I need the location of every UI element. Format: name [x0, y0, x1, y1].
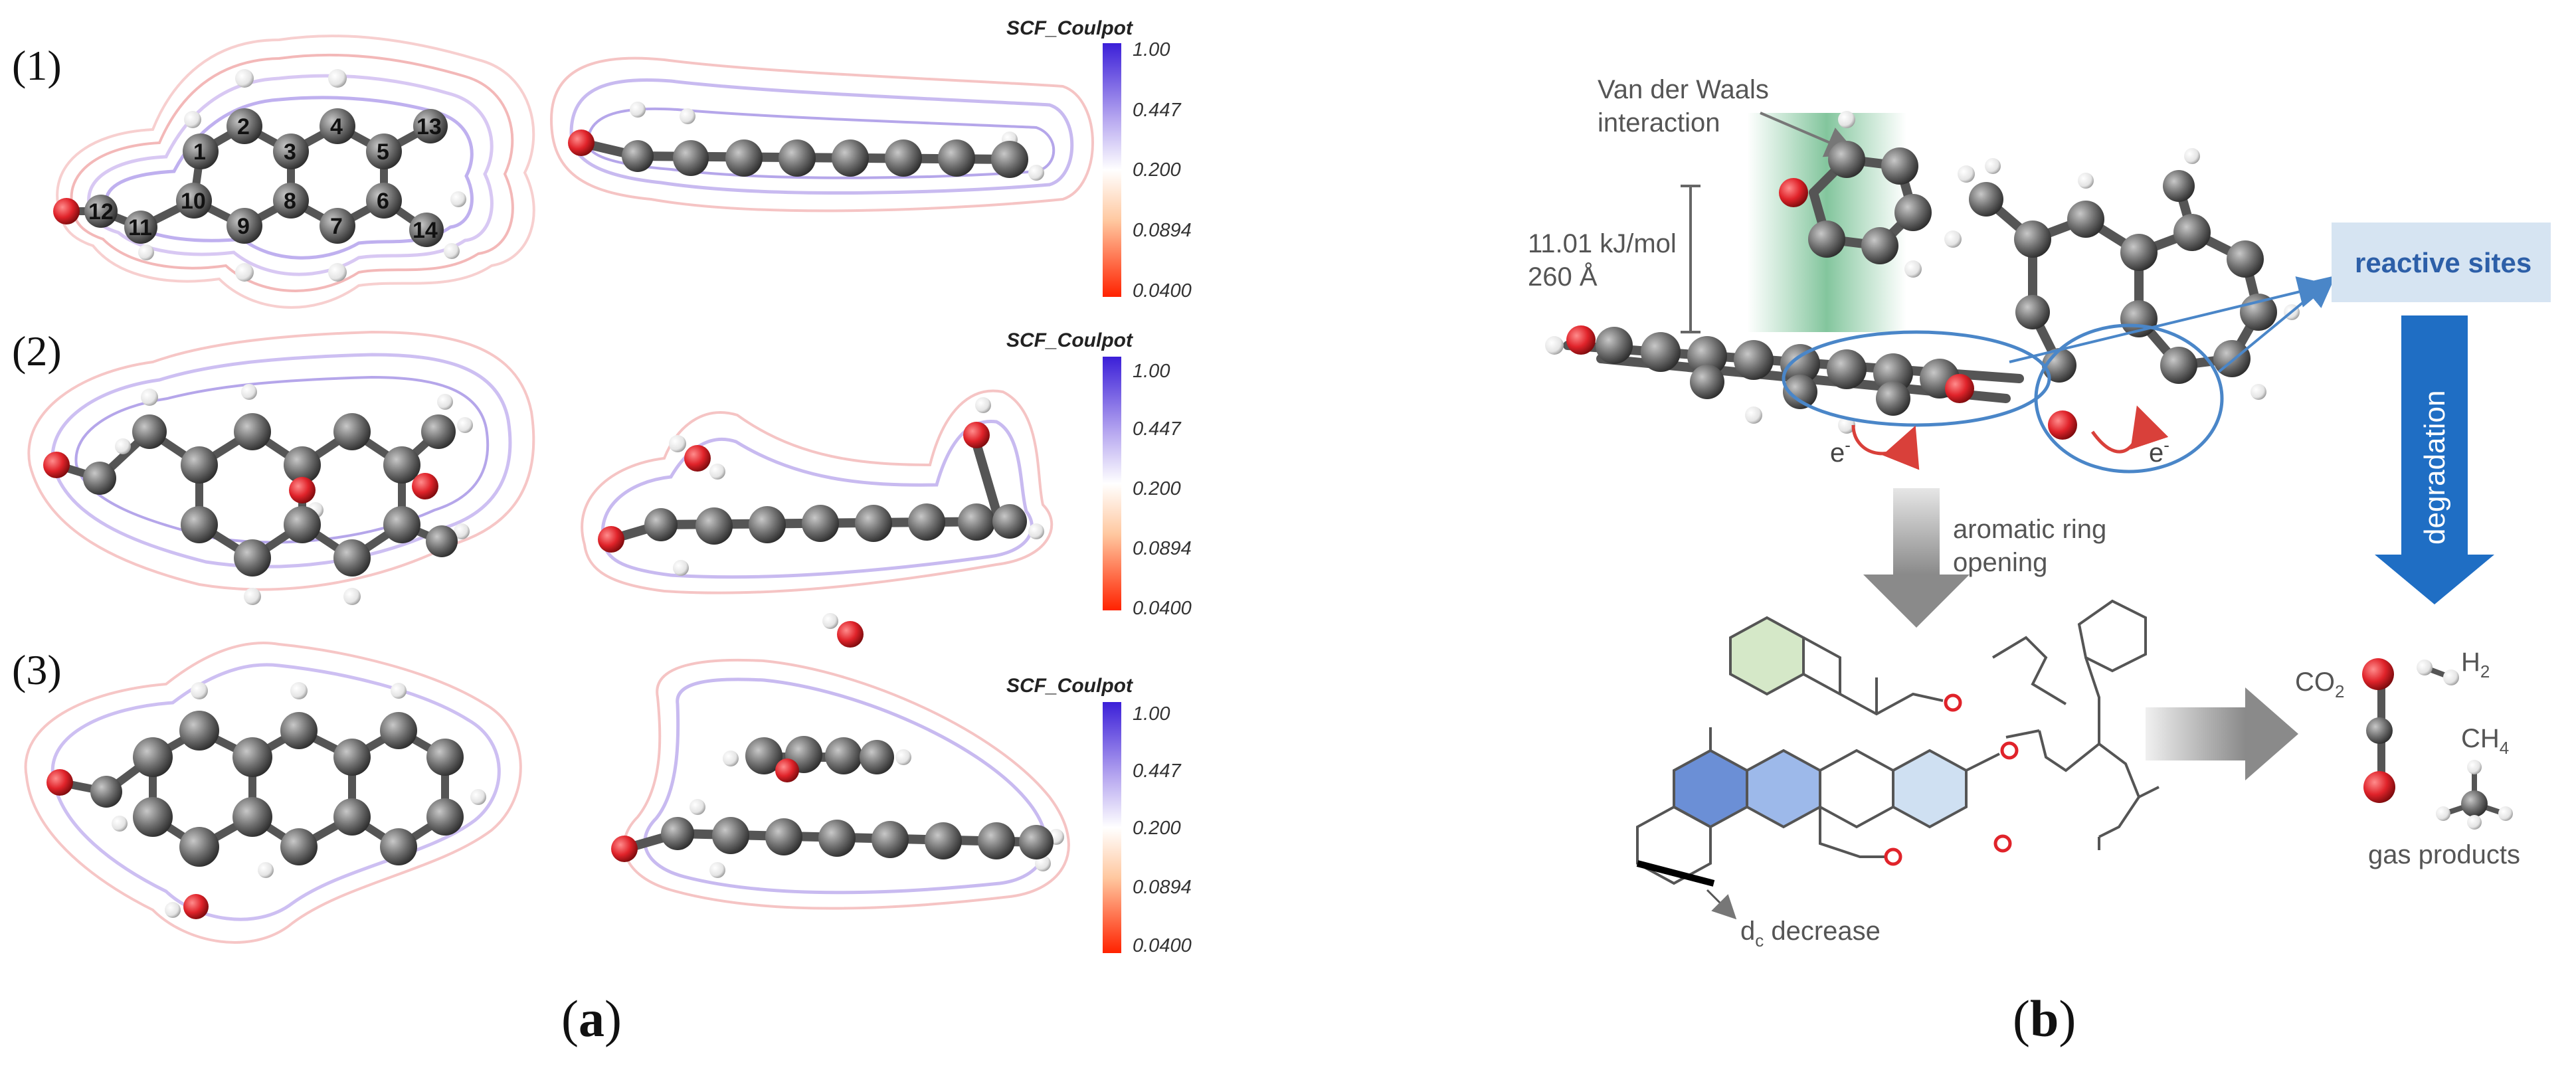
atom-number: 9 [237, 214, 250, 239]
atom-number: 4 [330, 114, 343, 139]
electron-label: e- [2149, 435, 2169, 468]
reactive-pointer [2009, 276, 2330, 363]
dc-decrease-label: dc decrease [1740, 917, 1881, 950]
ring-opening-label: aromatic ring [1953, 515, 2106, 544]
degradation-label: degradation [2419, 391, 2451, 545]
to-gas-arrow [2146, 687, 2298, 780]
esp-contours-1-top [56, 35, 535, 309]
row-label-2: (2) [12, 327, 62, 375]
colorbar-tick: 0.447 [1133, 418, 1182, 440]
molecule-1-side-view [549, 56, 1094, 213]
energy-label: 11.01 kJ/mol [1528, 229, 1677, 258]
molecule-1-top-view: 1 2 3 4 5 6 7 8 9 10 11 12 13 14 [53, 35, 535, 309]
colorbar-tick: 0.447 [1133, 760, 1182, 782]
lower-aromatic-layer [1545, 325, 2024, 434]
atom-number: 12 [88, 199, 114, 224]
colorbar-tick: 0.0400 [1133, 280, 1192, 302]
electron-transfer-arrow [1851, 424, 1920, 470]
colorbar-tick: 1.00 [1133, 39, 1170, 60]
colorbar-2: SCF_Coulpot 1.00 0.447 0.200 0.0894 0.04… [1006, 329, 1192, 619]
colorbar-tick: 0.200 [1133, 818, 1181, 839]
colorbar-gradient [1103, 43, 1121, 297]
row-label-1: (1) [12, 42, 62, 89]
molecule-3-side-view [611, 658, 1070, 910]
molecule-2-side-view [581, 389, 1054, 648]
electron-transfer-arrow [2090, 405, 2169, 454]
reactive-pointer [2217, 275, 2336, 373]
atom-number: 1 [193, 139, 206, 165]
degradation-arrow [2375, 315, 2494, 604]
colorbar-title: SCF_Coulpot [1006, 675, 1134, 697]
ch4-label: CH4 [2461, 724, 2509, 758]
molecule-3-top-view [24, 642, 522, 944]
product-structures [1636, 599, 2160, 887]
colorbar-3: SCF_Coulpot 1.00 0.447 0.200 0.0894 0.04… [1006, 675, 1192, 956]
atom-number: 3 [284, 139, 296, 165]
reactive-sites-box [2332, 222, 2551, 302]
molecule-1-carbons [84, 108, 448, 247]
colorbar-tick: 1.00 [1133, 361, 1170, 382]
colorbar-title: SCF_Coulpot [1006, 329, 1134, 351]
reactive-site-ring-2 [2034, 323, 2224, 474]
gas-products-label: gas products [2368, 840, 2520, 869]
h2-label: H2 [2461, 648, 2490, 681]
colorbar-tick: 0.200 [1133, 159, 1181, 181]
atom-number: 8 [284, 189, 296, 214]
atom-number-labels: 1 2 3 4 5 6 7 8 9 10 11 12 13 14 [88, 114, 442, 243]
ring-opening-arrow [1863, 488, 1970, 628]
vdw-label: Van der Waals [1598, 75, 1769, 104]
colorbar-tick: 1.00 [1133, 703, 1170, 725]
atom-number: 2 [237, 114, 250, 139]
reactive-sites-label: reactive sites [2355, 247, 2531, 278]
atom-number: 7 [330, 214, 343, 239]
panel-b-caption: (b) [2013, 990, 2076, 1047]
row-label-3: (3) [12, 646, 62, 693]
ring-opening-label: opening [1953, 548, 2047, 577]
panel-b: Van der Waals interaction 11.01 kJ/mol 2… [1528, 75, 2551, 1047]
reactive-site-ring-1 [1782, 330, 2051, 427]
molecule-1-hydrogens [138, 69, 466, 282]
colorbar-tick: 0.0400 [1133, 935, 1192, 956]
colorbar-gradient [1103, 357, 1121, 610]
product-oxygen-markers [1884, 693, 2019, 866]
colorbar-1: SCF_Coulpot 1.00 0.447 0.200 0.0894 0.04… [1006, 17, 1192, 302]
atom-number: 14 [413, 218, 438, 243]
colorbar-tick: 0.0894 [1133, 877, 1192, 898]
colorbar-gradient [1103, 702, 1121, 953]
colorbar-tick: 0.447 [1133, 100, 1182, 121]
panel-a-caption: (a) [561, 990, 622, 1047]
colorbar-tick: 0.0400 [1133, 598, 1192, 619]
colorbar-tick: 0.0894 [1133, 538, 1192, 559]
distance-bracket [1681, 185, 1701, 333]
gas-molecules [2362, 658, 2513, 830]
dc-pointer [1706, 889, 1737, 920]
oxygen-atom [53, 198, 80, 224]
atom-number: 6 [377, 189, 389, 214]
atom-number: 10 [181, 189, 206, 214]
atom-number: 11 [128, 215, 152, 240]
atom-number: 5 [377, 139, 389, 165]
colorbar-title: SCF_Coulpot [1006, 17, 1134, 39]
atom-number: 13 [416, 114, 442, 139]
electron-label: e- [1830, 435, 1851, 468]
colorbar-tick: 0.200 [1133, 478, 1181, 499]
vdw-label: interaction [1598, 108, 1720, 137]
molecule-2-top-view [27, 330, 535, 605]
distance-label: 260 Å [1528, 262, 1598, 292]
colorbar-tick: 0.0894 [1133, 220, 1192, 241]
panel-a: (1) (2) (3) [12, 17, 1192, 1047]
co2-label: CO2 [2295, 668, 2344, 701]
